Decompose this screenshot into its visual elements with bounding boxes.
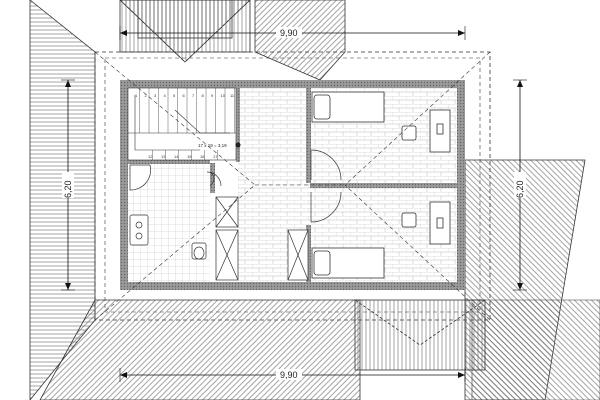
stair-step-number: 17 [213, 154, 218, 159]
closets [215, 196, 309, 281]
dimension-bottom: 9,90 [119, 368, 466, 382]
stair-step-number: 2 [145, 93, 148, 98]
staircase: 11 10 9 8 7 6 5 4 3 2 1 12 13 14 15 16 17 17 x 19 = 3,19 [127, 87, 241, 161]
svg-text:9,90: 9,90 [280, 370, 298, 380]
roof-top-right [254, 0, 346, 81]
stair-step-number: 3 [154, 93, 157, 98]
stair-step-number: 11 [230, 93, 235, 98]
stair-step-number: 14 [174, 154, 179, 159]
stair-step-number: 16 [200, 154, 205, 159]
dimension-left: 6,20 [61, 79, 75, 291]
doors [206, 149, 342, 223]
dimension-right: 6,20 [513, 79, 527, 291]
dimension-top: 9,90 [119, 26, 466, 40]
desk-bottom [401, 201, 451, 245]
stair-step-number: 1 [135, 93, 138, 98]
stair-step-number: 6 [183, 93, 186, 98]
stair-arrow-dot [235, 142, 241, 148]
roof-right-wing [464, 159, 600, 400]
roof-hip-lines [94, 51, 491, 321]
stair-step-number: 13 [161, 154, 166, 159]
sink-double [129, 214, 149, 246]
bed-bottom [311, 247, 385, 279]
stair-step-number: 12 [148, 154, 153, 159]
stair-formula: 17 x 19 = 3,19 [198, 143, 227, 148]
stair-step-number: 8 [202, 93, 205, 98]
interior-walls [128, 88, 457, 282]
stair-step-number: 10 [221, 93, 226, 98]
roof-outline [94, 51, 491, 321]
bathroom-fixtures [129, 164, 215, 260]
shower-corner [129, 164, 151, 191]
svg-text:6,20: 6,20 [515, 180, 525, 198]
desk-top [401, 109, 451, 153]
bed-top [311, 91, 385, 123]
svg-text:6,20: 6,20 [63, 180, 73, 198]
stair-step-number: 4 [164, 93, 167, 98]
roof-bottom [39, 299, 486, 400]
stair-step-number: 15 [187, 154, 192, 159]
stair-step-number: 7 [192, 93, 195, 98]
svg-text:9,90: 9,90 [280, 28, 298, 38]
roof-top-gable [119, 0, 251, 63]
stair-step-number: 5 [173, 93, 176, 98]
stair-step-number: 9 [211, 93, 214, 98]
